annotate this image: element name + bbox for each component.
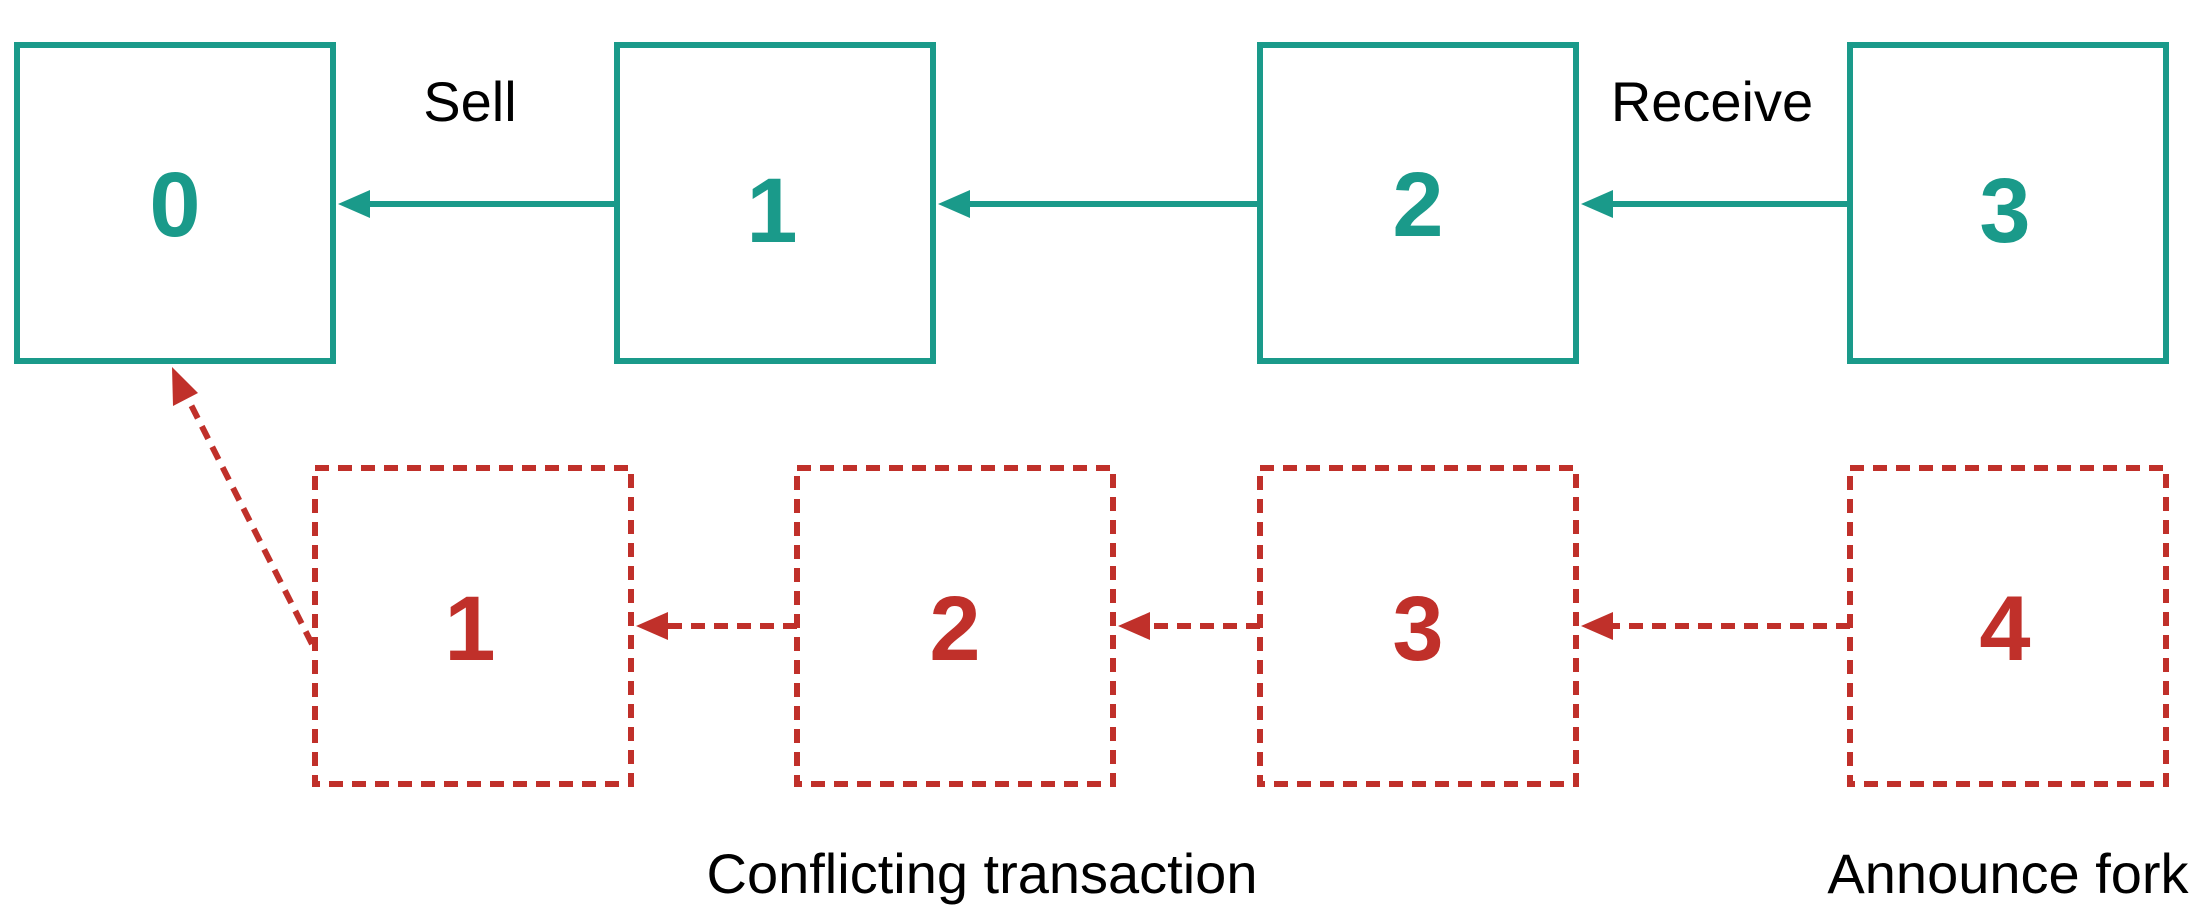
- fork-block-1: [312, 465, 634, 787]
- main-block-1-label: 1: [746, 160, 797, 262]
- main-block-3-label: 3: [1979, 160, 2030, 262]
- fork-link-1-to-main-0: [172, 367, 315, 646]
- fork-block-4: [1847, 465, 2169, 787]
- main-block-labels: 0 1 2 3: [149, 154, 2030, 262]
- fork-block-3-label: 3: [1392, 578, 1443, 680]
- main-chain-links: [338, 190, 1850, 218]
- main-link-1-to-0: [338, 190, 617, 218]
- announce-fork-annotation: Announce fork: [1827, 842, 2189, 905]
- main-block-0-label: 0: [149, 154, 200, 256]
- main-link-3-to-2: [1581, 190, 1850, 218]
- conflicting-transaction-annotation: Conflicting transaction: [707, 842, 1258, 905]
- fork-link-4-to-3: [1581, 612, 1850, 640]
- main-block-3: [1847, 42, 2169, 364]
- fork-block-3: [1257, 465, 1579, 787]
- sell-annotation: Sell: [423, 70, 516, 133]
- main-block-0: [14, 42, 336, 364]
- fork-block-labels: 1 2 3 4: [444, 578, 2030, 680]
- main-block-2-label: 2: [1392, 154, 1443, 256]
- fork-chain-links: [172, 367, 1850, 646]
- fork-block-2: [794, 465, 1116, 787]
- fork-chain: [312, 465, 2169, 787]
- fork-block-4-label: 4: [1979, 578, 2030, 680]
- main-block-1: [614, 42, 936, 364]
- main-chain: [14, 42, 2169, 364]
- fork-block-2-label: 2: [929, 578, 980, 680]
- main-link-2-to-1: [938, 190, 1260, 218]
- fork-link-3-to-2: [1118, 612, 1260, 640]
- fork-block-1-label: 1: [444, 578, 495, 680]
- fork-link-2-to-1: [636, 612, 797, 640]
- main-block-2: [1257, 42, 1579, 364]
- receive-annotation: Receive: [1611, 70, 1813, 133]
